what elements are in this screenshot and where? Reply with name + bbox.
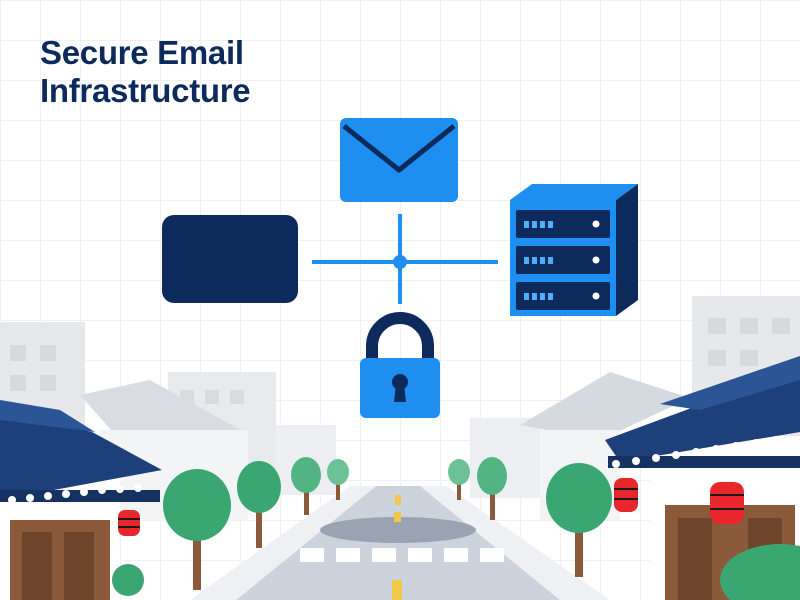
page-title: Secure Email Infrastructure	[40, 34, 251, 110]
left-hanok	[0, 380, 250, 600]
right-hanok	[520, 356, 800, 600]
title-line-2: Infrastructure	[40, 72, 251, 109]
server-icon	[510, 184, 638, 316]
padlock-icon	[360, 312, 440, 418]
network-hub-icon	[312, 214, 498, 304]
title-line-1: Secure Email	[40, 34, 244, 71]
dark-card-icon	[162, 215, 298, 303]
envelope-icon	[340, 118, 458, 202]
road	[190, 486, 610, 600]
street-trees	[163, 457, 612, 590]
